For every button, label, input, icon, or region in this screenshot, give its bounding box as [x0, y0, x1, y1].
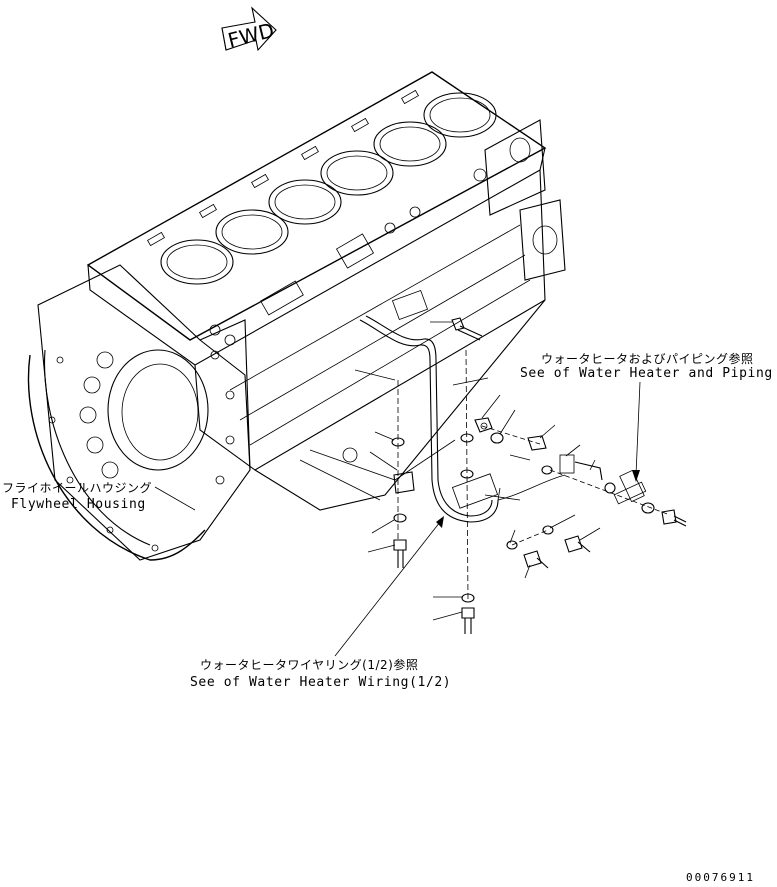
wire-harness [497, 454, 647, 505]
bolt [661, 509, 687, 527]
bracket [393, 471, 415, 494]
cylinder-bores [160, 92, 497, 285]
water-heater-pipe [359, 315, 521, 523]
water-heater-wiring-label-jp: ウォータヒータワイヤリング(1/2)参照 [200, 658, 419, 672]
bolt [564, 535, 591, 553]
flywheel-housing [27, 264, 251, 561]
fwd-arrow: FWD [221, 6, 277, 53]
cylinder-block [86, 71, 566, 511]
washer [490, 432, 504, 444]
bolt [451, 317, 483, 341]
washer [393, 513, 407, 523]
washer [541, 465, 553, 475]
fwd-arrow-label: FWD [225, 18, 276, 53]
washer [604, 482, 616, 494]
drawing-number: 00076911 [686, 871, 755, 884]
flywheel-housing-label-jp: フライホイールハウジング [2, 481, 153, 495]
water-heater-piping-label-en: See of Water Heater and Piping [520, 366, 773, 381]
bolt [461, 607, 475, 634]
deck-slots [147, 89, 419, 247]
part-leader-lines [354, 321, 601, 621]
nut [474, 417, 493, 433]
bolt [393, 539, 407, 568]
callout-leaders [154, 381, 641, 657]
washer [542, 525, 554, 535]
washer [641, 502, 655, 514]
hardware [391, 317, 687, 634]
flywheel-housing-label-en: Flywheel Housing [11, 497, 146, 512]
bolt [523, 550, 549, 569]
nut [527, 435, 547, 451]
water-heater-piping-label-jp: ウォータヒータおよびパイピング参照 [541, 352, 754, 366]
washer [506, 540, 518, 550]
water-heater-wiring-label-en: See of Water Heater Wiring(1/2) [190, 675, 452, 690]
